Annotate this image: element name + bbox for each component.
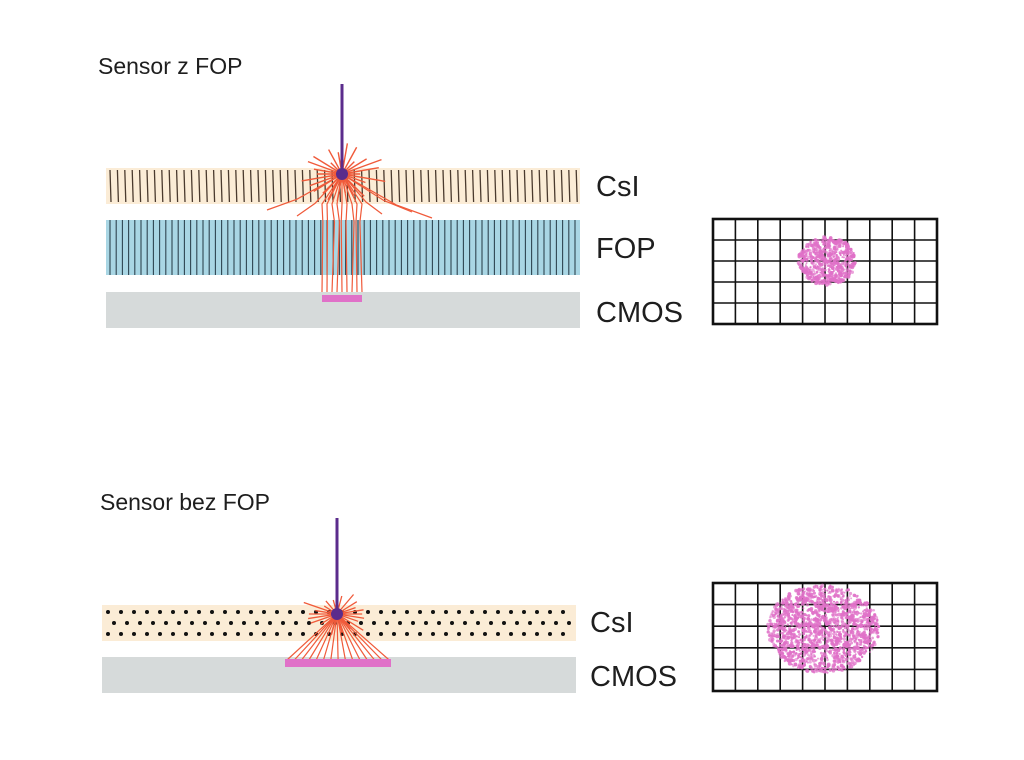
pixel-grid [711, 217, 939, 326]
panel-sensor-with-fop: Sensor z FOP CsI FOP CMOS [98, 53, 939, 329]
detected-spot [322, 295, 362, 302]
fop-optical-fibers [109, 220, 576, 275]
panel-title-without-fop: Sensor bez FOP [100, 489, 270, 515]
label-cmos: CMOS [590, 661, 677, 693]
scintillation-point [331, 608, 343, 620]
fop-layer [106, 220, 580, 275]
scintillation-point [336, 168, 348, 180]
panel-sensor-without-fop: Sensor bez FOP CsI CMOS [100, 489, 939, 693]
label-fop: FOP [596, 233, 656, 265]
label-csi: CsI [590, 607, 634, 639]
label-csi: CsI [596, 171, 640, 203]
csi-needle-crystals [109, 169, 578, 203]
detected-spot [285, 659, 391, 667]
spread-spot-small [796, 235, 857, 287]
light-spread-rays [266, 143, 433, 293]
spread-spot-large [766, 583, 881, 674]
label-cmos: CMOS [596, 297, 683, 329]
panel-title-with-fop: Sensor z FOP [98, 53, 242, 79]
